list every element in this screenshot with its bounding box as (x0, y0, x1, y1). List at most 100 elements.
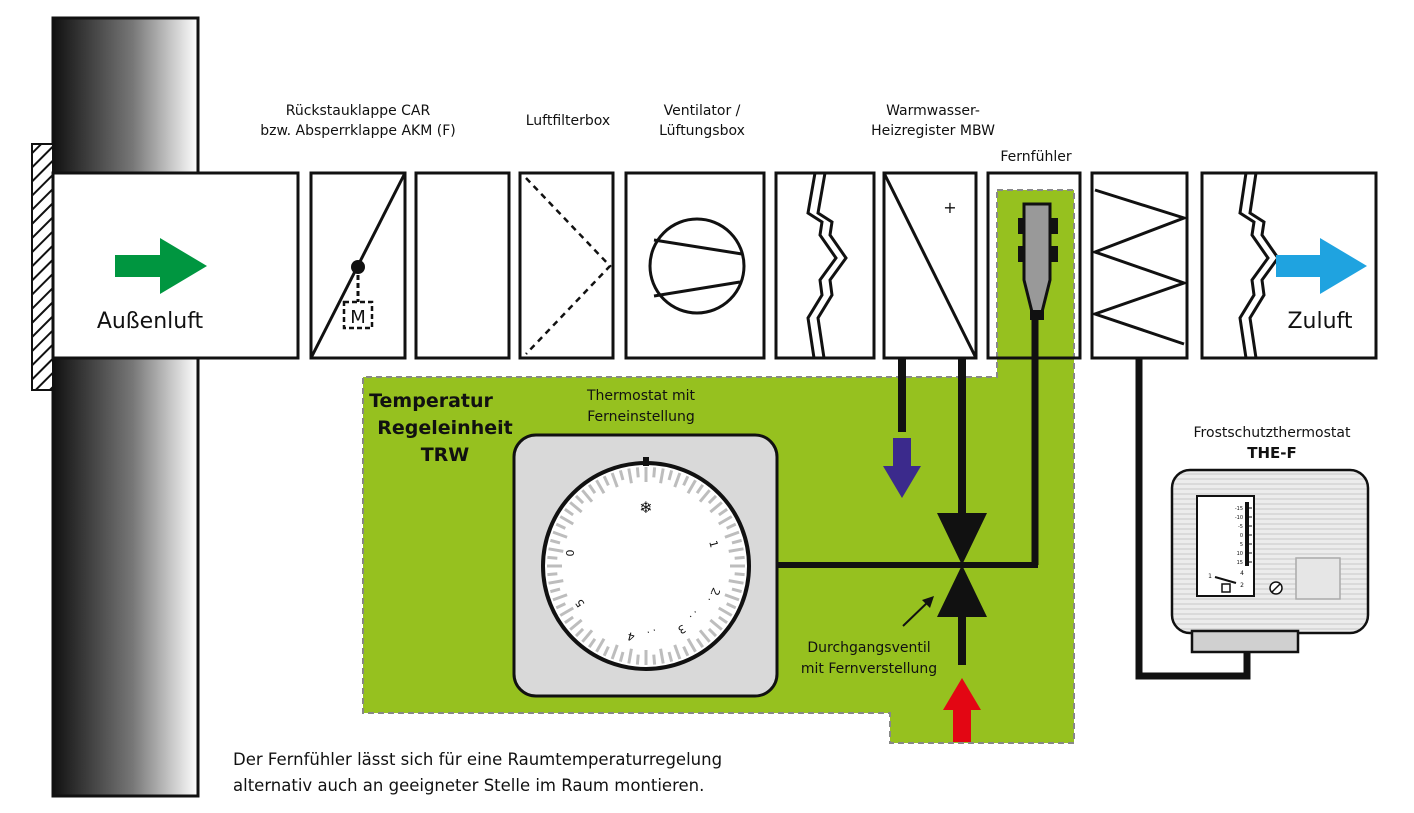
dial-tick (555, 602, 566, 610)
dial-tick (734, 572, 745, 577)
dial-tick (726, 602, 737, 610)
heater-plus-sign: + (943, 198, 956, 217)
control-unit-label-line3: TRW (421, 444, 470, 466)
dial-tick (659, 468, 665, 484)
dial-tick (698, 489, 711, 503)
dial-tick (635, 467, 640, 478)
dial-tick (709, 618, 723, 631)
dial-tick (552, 530, 568, 539)
heater-label-line2: Heizregister MBW (871, 123, 995, 139)
motor-box (342, 300, 374, 330)
fan-blade-top (653, 238, 743, 256)
frost-scale-label: 5 (1240, 542, 1243, 548)
supply-air-arrow (1276, 238, 1367, 294)
frost-coil-box (1090, 171, 1189, 360)
frost-mark-4: 4 (1240, 570, 1244, 577)
dial-number-2: 2 (708, 586, 723, 598)
dial-tick (717, 606, 733, 617)
flex-zigzag-right (816, 172, 848, 359)
frost-scale-label: 0 (1240, 533, 1243, 539)
dial-number-0: 0 (564, 550, 577, 557)
dial-tick (728, 579, 744, 585)
dial-tick (581, 489, 594, 503)
frost-scale-label: -10 (1235, 515, 1243, 521)
dial-tick (718, 507, 728, 517)
sensor-probe-icon (1022, 202, 1052, 314)
dial-tick (564, 507, 574, 517)
frost-scale-label: 10 (1237, 551, 1243, 557)
dial-tick (718, 615, 728, 625)
dial-tick (695, 484, 705, 494)
fan-blade-bottom (653, 280, 741, 298)
dial-tick (731, 587, 743, 594)
dial-tick (595, 479, 606, 495)
dial-tick (707, 494, 718, 505)
valve-label-line2: mit Fernverstellung (801, 661, 937, 677)
dial-tick (709, 501, 723, 514)
flex-connector (774, 171, 876, 360)
dial-number-4: 4 (626, 629, 636, 643)
control-unit-label-line1: Temperatur (369, 390, 493, 412)
dial-tick (574, 627, 585, 638)
frost-label-line2: THE-F (1247, 444, 1297, 462)
dial-tick (627, 468, 633, 484)
wall-hatch (31, 143, 54, 391)
valve-pointer (902, 599, 931, 627)
dial-dots: · · (645, 625, 658, 639)
outside-air-label: Außenluft (97, 309, 204, 334)
control-unit-label-line2: Regeleinheit (377, 417, 512, 439)
dial-tick (547, 555, 558, 560)
dial-tick (559, 515, 575, 526)
valve-label-line1: Durchgangsventil (807, 640, 930, 656)
fan-label-line1: Ventilator / (664, 103, 741, 119)
dial-tick (549, 587, 561, 594)
supply-air-label: Zuluft (1287, 309, 1352, 334)
dial-tick (574, 494, 585, 505)
dial-tick (569, 501, 583, 514)
dial-tick (673, 472, 682, 488)
thermostat-label-line2: Ferneinstellung (587, 409, 694, 425)
dial-tick (587, 638, 597, 648)
dial-tick (667, 651, 674, 663)
frost-scale-bar (1245, 502, 1249, 566)
dial-tick (652, 654, 657, 665)
dial-tick (682, 475, 690, 486)
fan-label-line2: Lüftungsbox (659, 123, 745, 139)
frost-coil-zigzag (1090, 188, 1189, 346)
dial-marker (643, 457, 649, 466)
wall (51, 16, 200, 798)
damper-label-line2: bzw. Absperrklappe AKM (F) (260, 123, 456, 139)
frost-scale-label: 15 (1237, 560, 1243, 566)
frost-mark-2: 2 (1240, 582, 1244, 589)
dial-tick (548, 547, 564, 553)
frost-scale-label: -15 (1235, 506, 1243, 512)
dial-tick (552, 593, 568, 602)
dial-tick (707, 627, 718, 638)
dial-tick (595, 637, 606, 653)
dial-tick (667, 469, 674, 481)
frost-scale-label: -5 (1238, 524, 1243, 530)
dial-tick (659, 648, 665, 664)
dial-tick (564, 615, 574, 625)
dial-tick (673, 644, 682, 660)
dial-tick (698, 629, 711, 643)
dial-tick (717, 515, 733, 526)
dial-tick (548, 579, 564, 585)
dial-tick (724, 530, 740, 539)
footnote-line2: alternativ auch an geeigneter Stelle im … (233, 776, 704, 795)
filter-element (525, 177, 612, 355)
dial-tick (695, 638, 705, 648)
dial-tick (559, 606, 575, 617)
dial-tick (731, 538, 743, 545)
sensor-label: Fernfühler (1000, 149, 1071, 165)
dial-tick (587, 484, 597, 494)
dial-tick (686, 479, 697, 495)
dial-tick (682, 646, 690, 657)
frost-capillary (1135, 358, 1251, 680)
supply-zigzag-left (1238, 172, 1270, 359)
dial-tick (724, 593, 740, 602)
heater-diagonal (882, 172, 978, 359)
dial-tick (728, 547, 744, 553)
motor-label: M (350, 307, 366, 328)
dial-tick (610, 472, 619, 488)
